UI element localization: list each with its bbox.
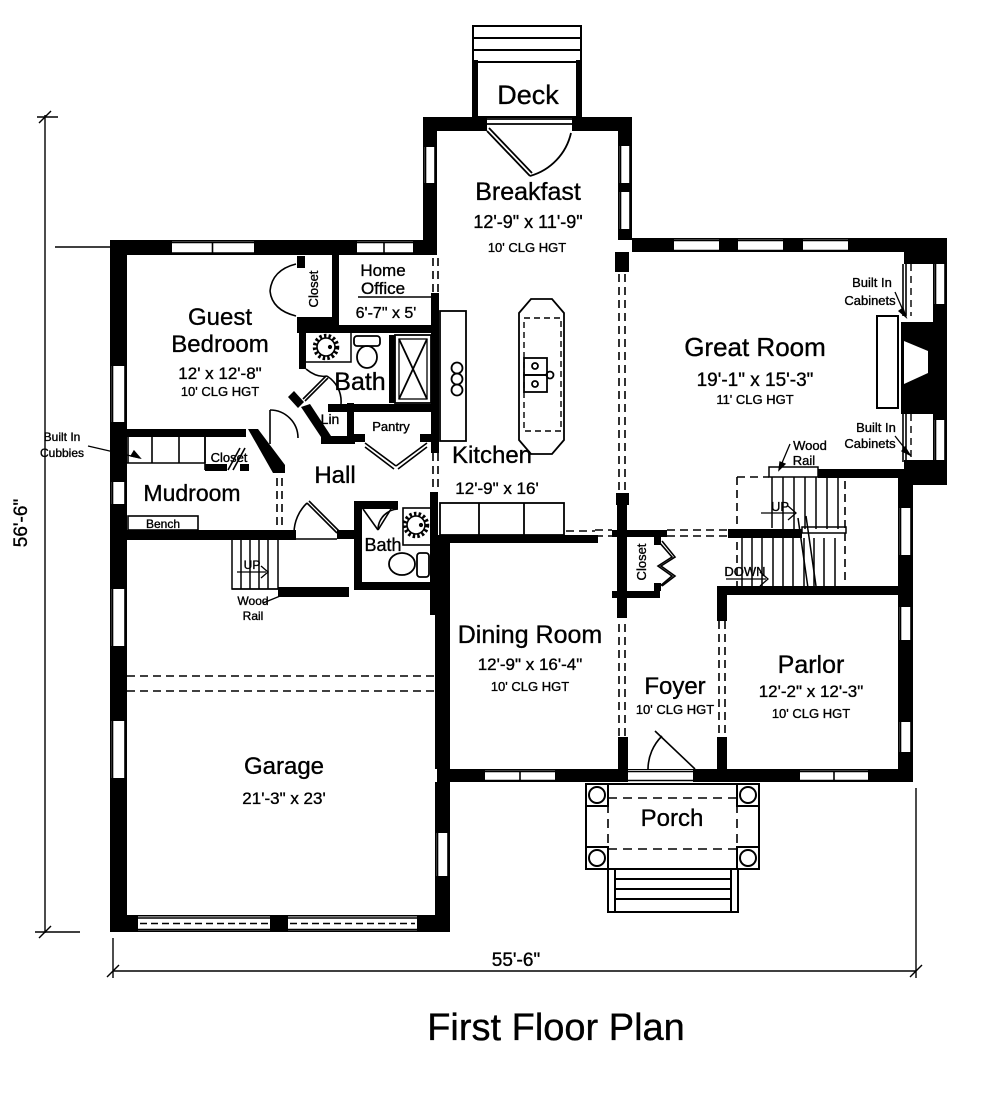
- svg-text:First Floor Plan: First Floor Plan: [427, 1007, 685, 1049]
- svg-text:Bedroom: Bedroom: [171, 331, 268, 358]
- svg-text:10' CLG HGT: 10' CLG HGT: [636, 702, 714, 717]
- svg-text:10' CLG HGT: 10' CLG HGT: [772, 706, 850, 721]
- svg-text:10' CLG HGT: 10' CLG HGT: [491, 679, 569, 694]
- svg-text:56'-6": 56'-6": [11, 499, 32, 547]
- svg-text:Rail: Rail: [793, 453, 816, 468]
- svg-text:Kitchen: Kitchen: [452, 442, 532, 469]
- svg-text:19'-1" x 15'-3": 19'-1" x 15'-3": [697, 370, 814, 391]
- svg-text:Cabinets: Cabinets: [844, 293, 896, 308]
- svg-text:12'-9" x 16': 12'-9" x 16': [455, 479, 538, 498]
- svg-text:12' x 12'-8": 12' x 12'-8": [178, 364, 261, 383]
- svg-text:Lin: Lin: [321, 411, 340, 427]
- svg-text:Wood: Wood: [793, 438, 827, 453]
- svg-text:UP: UP: [244, 558, 261, 572]
- svg-text:21'-3" x 23': 21'-3" x 23': [242, 789, 325, 808]
- svg-text:Cabinets: Cabinets: [844, 436, 896, 451]
- svg-text:DOWN: DOWN: [724, 564, 765, 579]
- svg-text:Parlor: Parlor: [778, 651, 845, 679]
- svg-text:Closet: Closet: [634, 543, 649, 580]
- svg-text:Great Room: Great Room: [684, 332, 826, 362]
- svg-text:Closet: Closet: [211, 450, 248, 465]
- svg-text:Rail: Rail: [243, 609, 264, 623]
- svg-text:Wood: Wood: [237, 594, 268, 608]
- svg-text:Pantry: Pantry: [372, 419, 410, 434]
- svg-text:12'-2" x 12'-3": 12'-2" x 12'-3": [759, 682, 864, 701]
- svg-text:Mudroom: Mudroom: [143, 480, 240, 506]
- svg-text:Breakfast: Breakfast: [475, 178, 581, 206]
- svg-text:Dining Room: Dining Room: [458, 621, 603, 649]
- svg-text:UP: UP: [771, 499, 789, 514]
- svg-text:Built In: Built In: [856, 420, 896, 435]
- svg-text:11' CLG HGT: 11' CLG HGT: [716, 392, 793, 407]
- svg-text:12'-9" x 11'-9": 12'-9" x 11'-9": [473, 212, 582, 232]
- svg-text:55'-6": 55'-6": [492, 950, 540, 971]
- svg-text:Hall: Hall: [314, 462, 355, 489]
- svg-text:6'-7" x 5': 6'-7" x 5': [356, 305, 417, 322]
- svg-text:12'-9" x 16'-4": 12'-9" x 16'-4": [478, 655, 583, 674]
- svg-text:Office: Office: [361, 279, 405, 298]
- svg-text:Built In: Built In: [852, 275, 892, 290]
- svg-text:Garage: Garage: [244, 753, 324, 780]
- svg-text:Bath: Bath: [334, 368, 385, 396]
- svg-text:Deck: Deck: [497, 80, 559, 110]
- svg-text:Foyer: Foyer: [644, 673, 705, 700]
- svg-text:Closet: Closet: [306, 270, 321, 307]
- svg-text:Bath: Bath: [364, 535, 401, 555]
- svg-text:Guest: Guest: [188, 304, 252, 331]
- svg-text:10' CLG HGT: 10' CLG HGT: [488, 240, 566, 255]
- svg-text:Porch: Porch: [641, 805, 704, 832]
- svg-text:Bench: Bench: [146, 517, 180, 531]
- svg-text:Home: Home: [360, 261, 405, 280]
- svg-text:Cubbies: Cubbies: [40, 446, 84, 460]
- svg-text:10' CLG HGT: 10' CLG HGT: [181, 384, 259, 399]
- svg-text:Built In: Built In: [44, 430, 81, 444]
